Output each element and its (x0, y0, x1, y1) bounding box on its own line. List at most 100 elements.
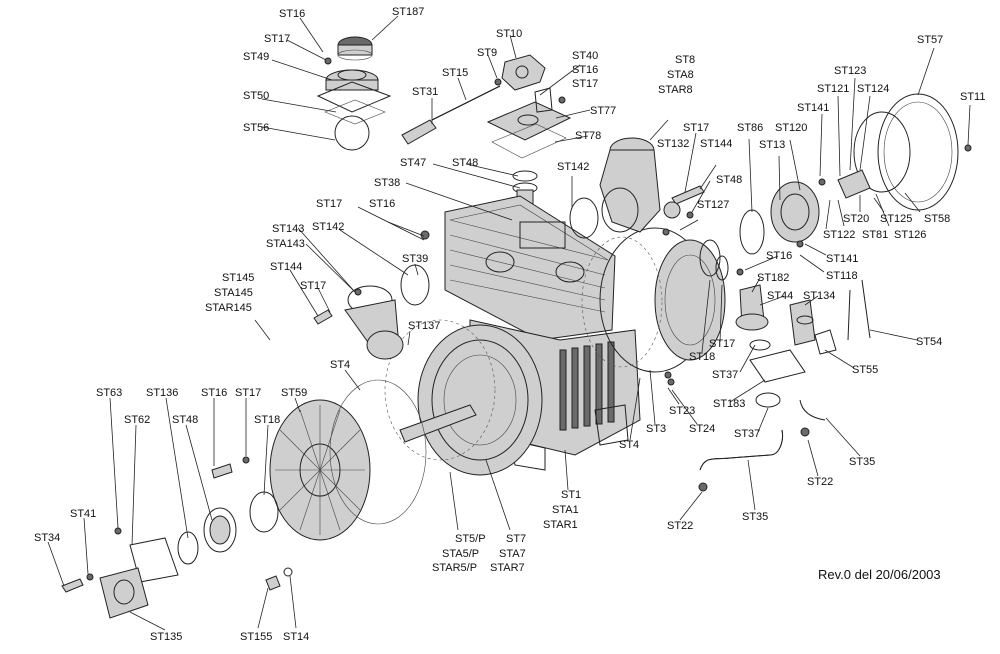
label-st122: ST122 (823, 229, 855, 241)
label-st17: ST17 (316, 198, 342, 210)
label-st124: ST124 (857, 83, 889, 95)
label-st134: ST134 (803, 290, 835, 302)
label-st86: ST86 (737, 122, 763, 134)
label-st17: ST17 (572, 78, 598, 90)
label-st121: ST121 (817, 83, 849, 95)
label-st38: ST38 (374, 177, 400, 189)
label-st17: ST17 (683, 122, 709, 134)
label-st37: ST37 (734, 428, 760, 440)
label-star1: STAR1 (543, 519, 578, 531)
label-star5p: STAR5/P (432, 562, 477, 574)
label-sta7: STA7 (499, 548, 526, 560)
label-st39: ST39 (402, 253, 428, 265)
label-st126: ST126 (894, 229, 926, 241)
label-st155: ST155 (240, 631, 272, 643)
label-st1: ST1 (561, 489, 581, 501)
label-st3: ST3 (646, 423, 666, 435)
label-st77: ST77 (590, 105, 616, 117)
label-st4: ST4 (330, 359, 350, 371)
label-st24: ST24 (689, 423, 715, 435)
label-st8: ST8 (675, 54, 695, 66)
label-st59: ST59 (281, 387, 307, 399)
label-st15: ST15 (442, 67, 468, 79)
label-st7: ST7 (506, 533, 526, 545)
pump-main-body (384, 195, 726, 476)
label-st78: ST78 (575, 130, 601, 142)
elbow-fittings (313, 137, 661, 360)
label-st17: ST17 (264, 33, 290, 45)
label-st44: ST44 (767, 290, 793, 302)
label-sta145: STA145 (214, 287, 253, 299)
label-st127: ST127 (697, 199, 729, 211)
label-star7: STAR7 (490, 562, 525, 574)
label-st17: ST17 (709, 338, 735, 350)
label-sta143: STA143 (266, 238, 305, 250)
label-st125: ST125 (880, 213, 912, 225)
label-st54: ST54 (916, 336, 942, 348)
label-sta5p: STA5/P (442, 548, 479, 560)
label-st132: ST132 (657, 138, 689, 150)
label-st4: ST4 (619, 439, 639, 451)
label-st47: ST47 (400, 157, 426, 169)
label-st136: ST136 (146, 387, 178, 399)
label-st14: ST14 (283, 631, 309, 643)
label-sta8: STA8 (667, 69, 694, 81)
label-st35: ST35 (742, 511, 768, 523)
label-st48: ST48 (172, 414, 198, 426)
label-st10: ST10 (496, 28, 522, 40)
label-st123: ST123 (834, 65, 866, 77)
label-st18: ST18 (254, 414, 280, 426)
label-st144: ST144 (270, 261, 302, 273)
label-st143: ST143 (272, 223, 304, 235)
label-st141: ST141 (797, 102, 829, 114)
label-st48: ST48 (452, 157, 478, 169)
label-st57: ST57 (917, 34, 943, 46)
label-st49: ST49 (243, 51, 269, 63)
front-cover-assembly (61, 379, 427, 619)
label-st62: ST62 (124, 414, 150, 426)
label-st13: ST13 (759, 139, 785, 151)
label-st16: ST16 (201, 387, 227, 399)
label-st144: ST144 (700, 138, 732, 150)
label-st55: ST55 (852, 364, 878, 376)
label-st16: ST16 (572, 64, 598, 76)
label-st22: ST22 (807, 476, 833, 488)
label-st34: ST34 (34, 532, 60, 544)
label-st63: ST63 (96, 387, 122, 399)
label-st17: ST17 (300, 280, 326, 292)
part-labels: ST16 ST187 ST17 ST49 ST50 ST56 ST10 ST9 … (34, 6, 985, 643)
label-st41: ST41 (70, 508, 96, 520)
label-st56: ST56 (243, 122, 269, 134)
label-st50: ST50 (243, 90, 269, 102)
label-st40: ST40 (572, 50, 598, 62)
label-st16: ST16 (369, 198, 395, 210)
label-st37: ST37 (712, 369, 738, 381)
label-st23: ST23 (669, 405, 695, 417)
label-st48: ST48 (716, 174, 742, 186)
label-st145: ST145 (222, 272, 254, 284)
label-st183: ST183 (713, 398, 745, 410)
label-st135: ST135 (150, 631, 182, 643)
label-st58: ST58 (924, 213, 950, 225)
label-st142: ST142 (557, 161, 589, 173)
label-sta1: STA1 (552, 504, 579, 516)
label-st187: ST187 (392, 6, 424, 18)
label-st141: ST141 (826, 253, 858, 265)
label-st17: ST17 (235, 387, 261, 399)
label-st9: ST9 (477, 47, 497, 59)
label-st118: ST118 (826, 270, 858, 282)
label-st31: ST31 (412, 86, 438, 98)
leader-lines (47, 15, 971, 631)
label-st11: ST11 (960, 91, 985, 103)
label-st20: ST20 (843, 213, 869, 225)
revision-note: Rev.0 del 20/06/2003 (818, 567, 941, 582)
label-st120: ST120 (775, 122, 807, 134)
label-st16: ST16 (279, 8, 305, 20)
label-st35: ST35 (849, 456, 875, 468)
label-st81: ST81 (862, 229, 888, 241)
label-star145: STAR145 (205, 302, 252, 314)
label-st142: ST142 (312, 221, 344, 233)
label-st5p: ST5/P (455, 533, 486, 545)
label-st22: ST22 (667, 520, 693, 532)
